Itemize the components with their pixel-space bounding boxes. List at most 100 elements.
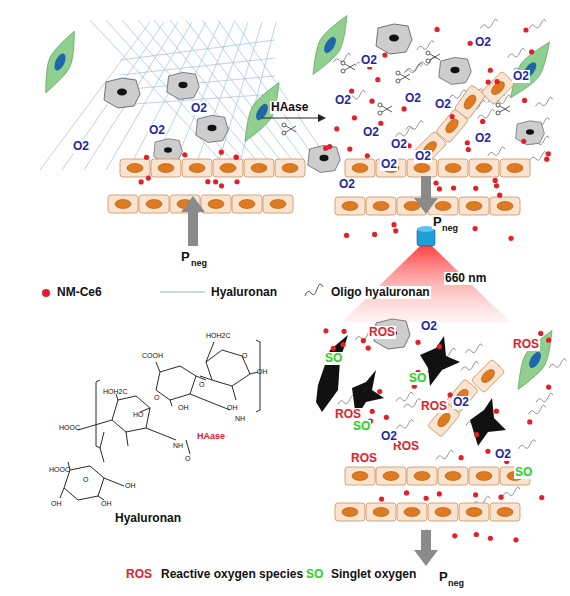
text-label: HAase [196,432,226,441]
endothelial-nucleus [404,202,420,211]
nm-ce6-dot [522,98,527,103]
chemical-atom-label: OH [177,404,190,411]
endothelial-body [459,503,489,521]
scissors-blade [345,64,355,70]
chemical-atom-label: COOH [141,352,164,359]
oligo-hyaluronan [461,361,478,370]
nm-ce6-dot [349,88,354,93]
nm-ce6-dot [401,106,406,111]
nm-ce6-dot [331,346,336,351]
oxygen-label: O2 [362,126,380,139]
oxygen-label: O2 [420,320,438,333]
endothelial-nucleus [404,508,420,517]
nm-ce6-dot [473,226,478,231]
scissors-ring [396,71,400,75]
nm-ce6-dot [361,338,366,343]
endothelial-cell [366,503,396,521]
nm-ce6-dot [139,179,144,184]
ros-label: ROS [368,326,396,339]
endothelial-cell [120,159,150,177]
hyaluronan-structure [60,342,258,500]
oligo-hyaluronan [529,19,546,28]
nm-ce6-dot [382,52,387,57]
nm-ce6-dot [366,345,371,350]
oxygen-label: O2 [72,140,90,153]
singlet-oxygen-label: SO [408,372,427,385]
hyaluronan-strand [138,20,256,160]
endothelial-nucleus [270,200,286,209]
endothelial-cell [397,503,427,521]
nm-ce6-dot [369,99,374,104]
nm-ce6-dot [213,179,218,184]
endothelial-nucleus [476,472,492,481]
nm-ce6-dot [234,155,239,160]
nm-ce6-dot [182,152,187,157]
oligo-hyaluronan [404,399,421,408]
nm-ce6-dot [327,144,332,149]
endothelial-body [345,159,375,177]
endothelial-nucleus [466,508,482,517]
tumor-cell-body [167,72,199,99]
fibroblast [303,10,356,80]
nm-ce6-dot [393,228,398,233]
oligo-hyaluronan [396,392,413,401]
nm-ce6-dot [494,409,499,414]
oligo-hyaluronan [338,395,355,404]
tumor-cell-body [196,115,228,142]
fibroblast-body [36,27,85,98]
nm-ce6-dot [452,533,457,538]
endothelial-nucleus [435,508,451,517]
singlet-oxygen-label: SO [324,352,343,365]
scissors-icon [341,61,355,73]
oligo-hyaluronan [396,420,413,429]
endothelial-nucleus [414,164,430,173]
nm-ce6-dot [521,139,526,144]
scissors-ring [496,103,500,107]
scissors-blade [286,126,296,132]
nm-ce6-dot [546,384,551,389]
scissors-blade [382,106,392,112]
endothelial-nucleus [435,202,451,211]
endothelial-cell [232,195,262,213]
nm-ce6-dot [323,328,328,333]
endothelial-nucleus [282,164,298,173]
tumor-cell-nucleus [320,155,329,161]
oligo-hyaluronan [536,393,553,402]
endothelial-body [201,195,231,213]
oxygen-label: O2 [380,158,398,171]
nm-ce6-dot [466,147,471,152]
chemical-atom-label: OH [226,404,239,411]
endothelial-cell [335,197,365,215]
oligo-hyaluronan [508,48,525,57]
fibroblast-nucleus [527,350,544,370]
oligo-hyaluronan [481,19,498,28]
nm-ce6-dot [459,455,464,460]
hyaluronan-strand [150,22,220,170]
tumor-cell [439,57,471,84]
oligo-hyaluronan [536,97,553,106]
oxygen-label: O2 [494,448,512,461]
endothelial-cell [490,197,520,215]
chemical-atom-label: O [241,352,248,359]
tumor-cell-nucleus [117,89,127,96]
endothelial-nucleus [352,472,368,481]
endothelial-nucleus [466,202,482,211]
endothelial-cell [151,159,181,177]
nm-ce6-dot [424,496,429,501]
endothelial-body [151,159,181,177]
nm-ce6-dot [370,409,375,414]
endothelial-cell [108,195,138,213]
endothelial-cell [471,359,505,393]
endothelial-body [366,503,396,521]
nm-ce6-dot [434,27,439,32]
endothelial-cell [481,71,515,105]
endothelial-nucleus [115,200,131,209]
endothelial-body [490,503,520,521]
nm-ce6-dot [379,496,384,501]
oxygen-label: O2 [512,70,530,83]
nm-ce6-dot [384,415,389,420]
hyaluronan-strand [120,40,275,60]
nm-ce6-dot [523,27,528,32]
nm-ce6-dot [352,115,357,120]
tumor-cell-body [104,78,140,108]
